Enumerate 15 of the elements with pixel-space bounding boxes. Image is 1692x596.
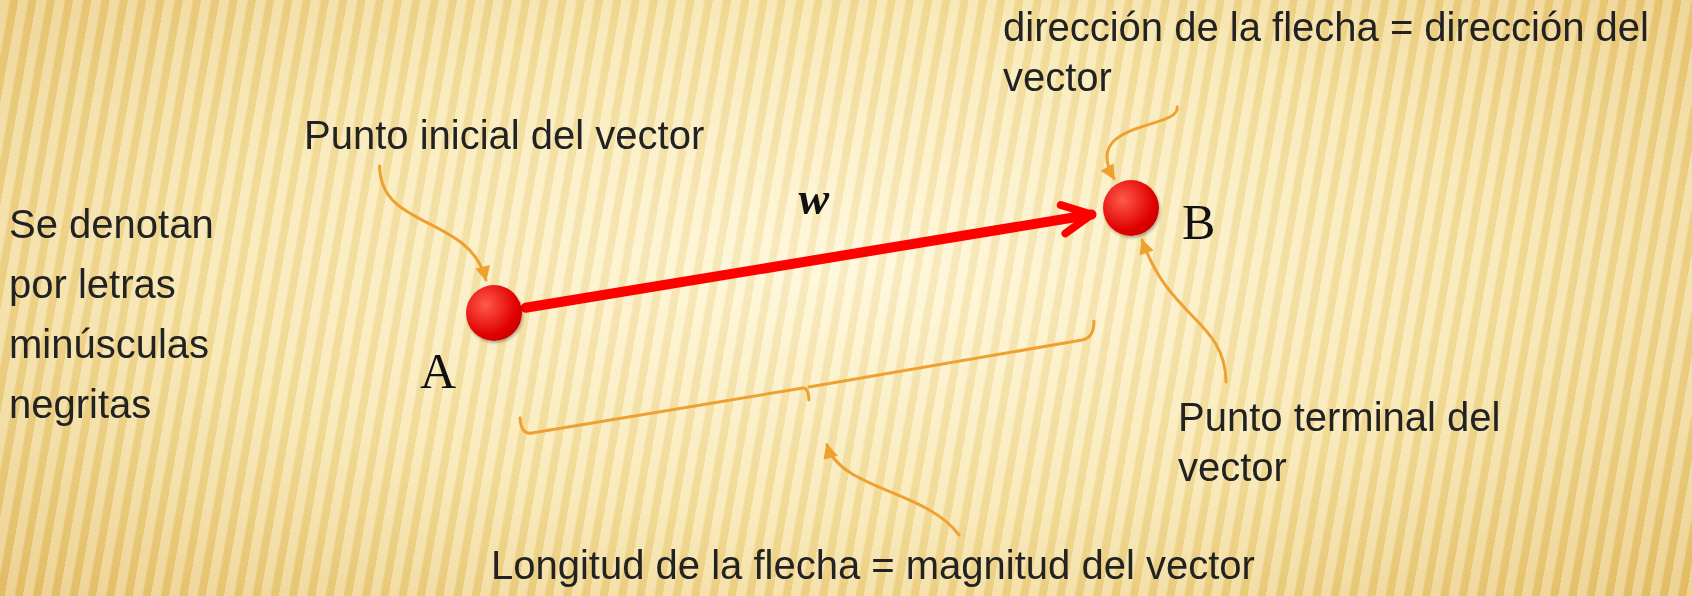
note-text: Se denotan por letras minúsculas negritas (9, 201, 215, 428)
annotation-text: dirección de la flecha = dirección del vector (1003, 2, 1673, 102)
leader-line (378, 164, 489, 282)
vector-arrow (520, 201, 1097, 313)
point-dot (466, 285, 522, 341)
edge-label: w (798, 173, 830, 224)
point-label: B (1182, 197, 1216, 247)
leader-line (825, 443, 961, 537)
point-dot (1103, 180, 1159, 236)
annotation-text: Punto terminal del vector (1178, 392, 1548, 492)
annotation-text: Longitud de la flecha = magnitud del vector (491, 540, 1271, 590)
point-label: A (420, 346, 457, 396)
annotation-text: Punto inicial del vector (304, 110, 724, 160)
leader-line (1140, 238, 1228, 384)
leader-line (1101, 105, 1179, 181)
